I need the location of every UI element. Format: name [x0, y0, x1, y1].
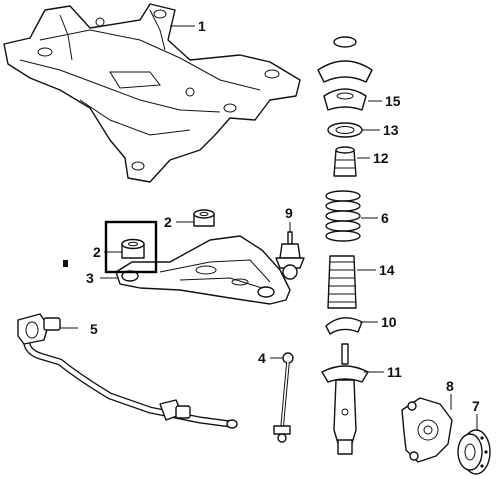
ball-joint-drawing	[275, 231, 305, 280]
dust-boot-drawing	[327, 255, 357, 309]
callout-9: 9	[285, 205, 293, 221]
strut-drawing	[321, 343, 369, 455]
callout-2-lower: 2	[93, 244, 101, 260]
callout-7: 7	[472, 398, 480, 414]
bushing-upper-drawing	[193, 209, 215, 227]
bushing-lower-drawing	[121, 238, 145, 259]
callout-2-upper: 2	[164, 214, 172, 230]
lower-arm-drawing	[115, 235, 291, 305]
strut-mount-drawing	[317, 36, 373, 111]
spring-seat-drawing	[325, 317, 363, 335]
callout-11: 11	[387, 364, 402, 380]
callout-6: 6	[381, 210, 389, 226]
callout-1: 1	[198, 18, 206, 34]
spring-drawing	[325, 190, 361, 242]
callout-15: 15	[385, 93, 401, 109]
callout-8: 8	[446, 378, 454, 394]
stab-link-drawing	[273, 352, 294, 443]
callout-4: 4	[258, 350, 266, 366]
subframe-drawing	[3, 3, 301, 183]
callout-13: 13	[383, 122, 399, 138]
marker-square	[63, 260, 68, 267]
callout-10: 10	[381, 314, 397, 330]
highlight-box	[104, 220, 158, 274]
callout-14: 14	[379, 262, 395, 278]
callout-12: 12	[373, 150, 389, 166]
stabilizer-bar-drawing	[17, 313, 238, 429]
bump-stop-drawing	[333, 146, 357, 177]
callout-5: 5	[90, 321, 98, 337]
knuckle-drawing	[401, 397, 453, 463]
hub-bearing-drawing	[457, 429, 491, 475]
bearing-drawing	[327, 122, 363, 138]
callout-3: 3	[86, 270, 94, 286]
